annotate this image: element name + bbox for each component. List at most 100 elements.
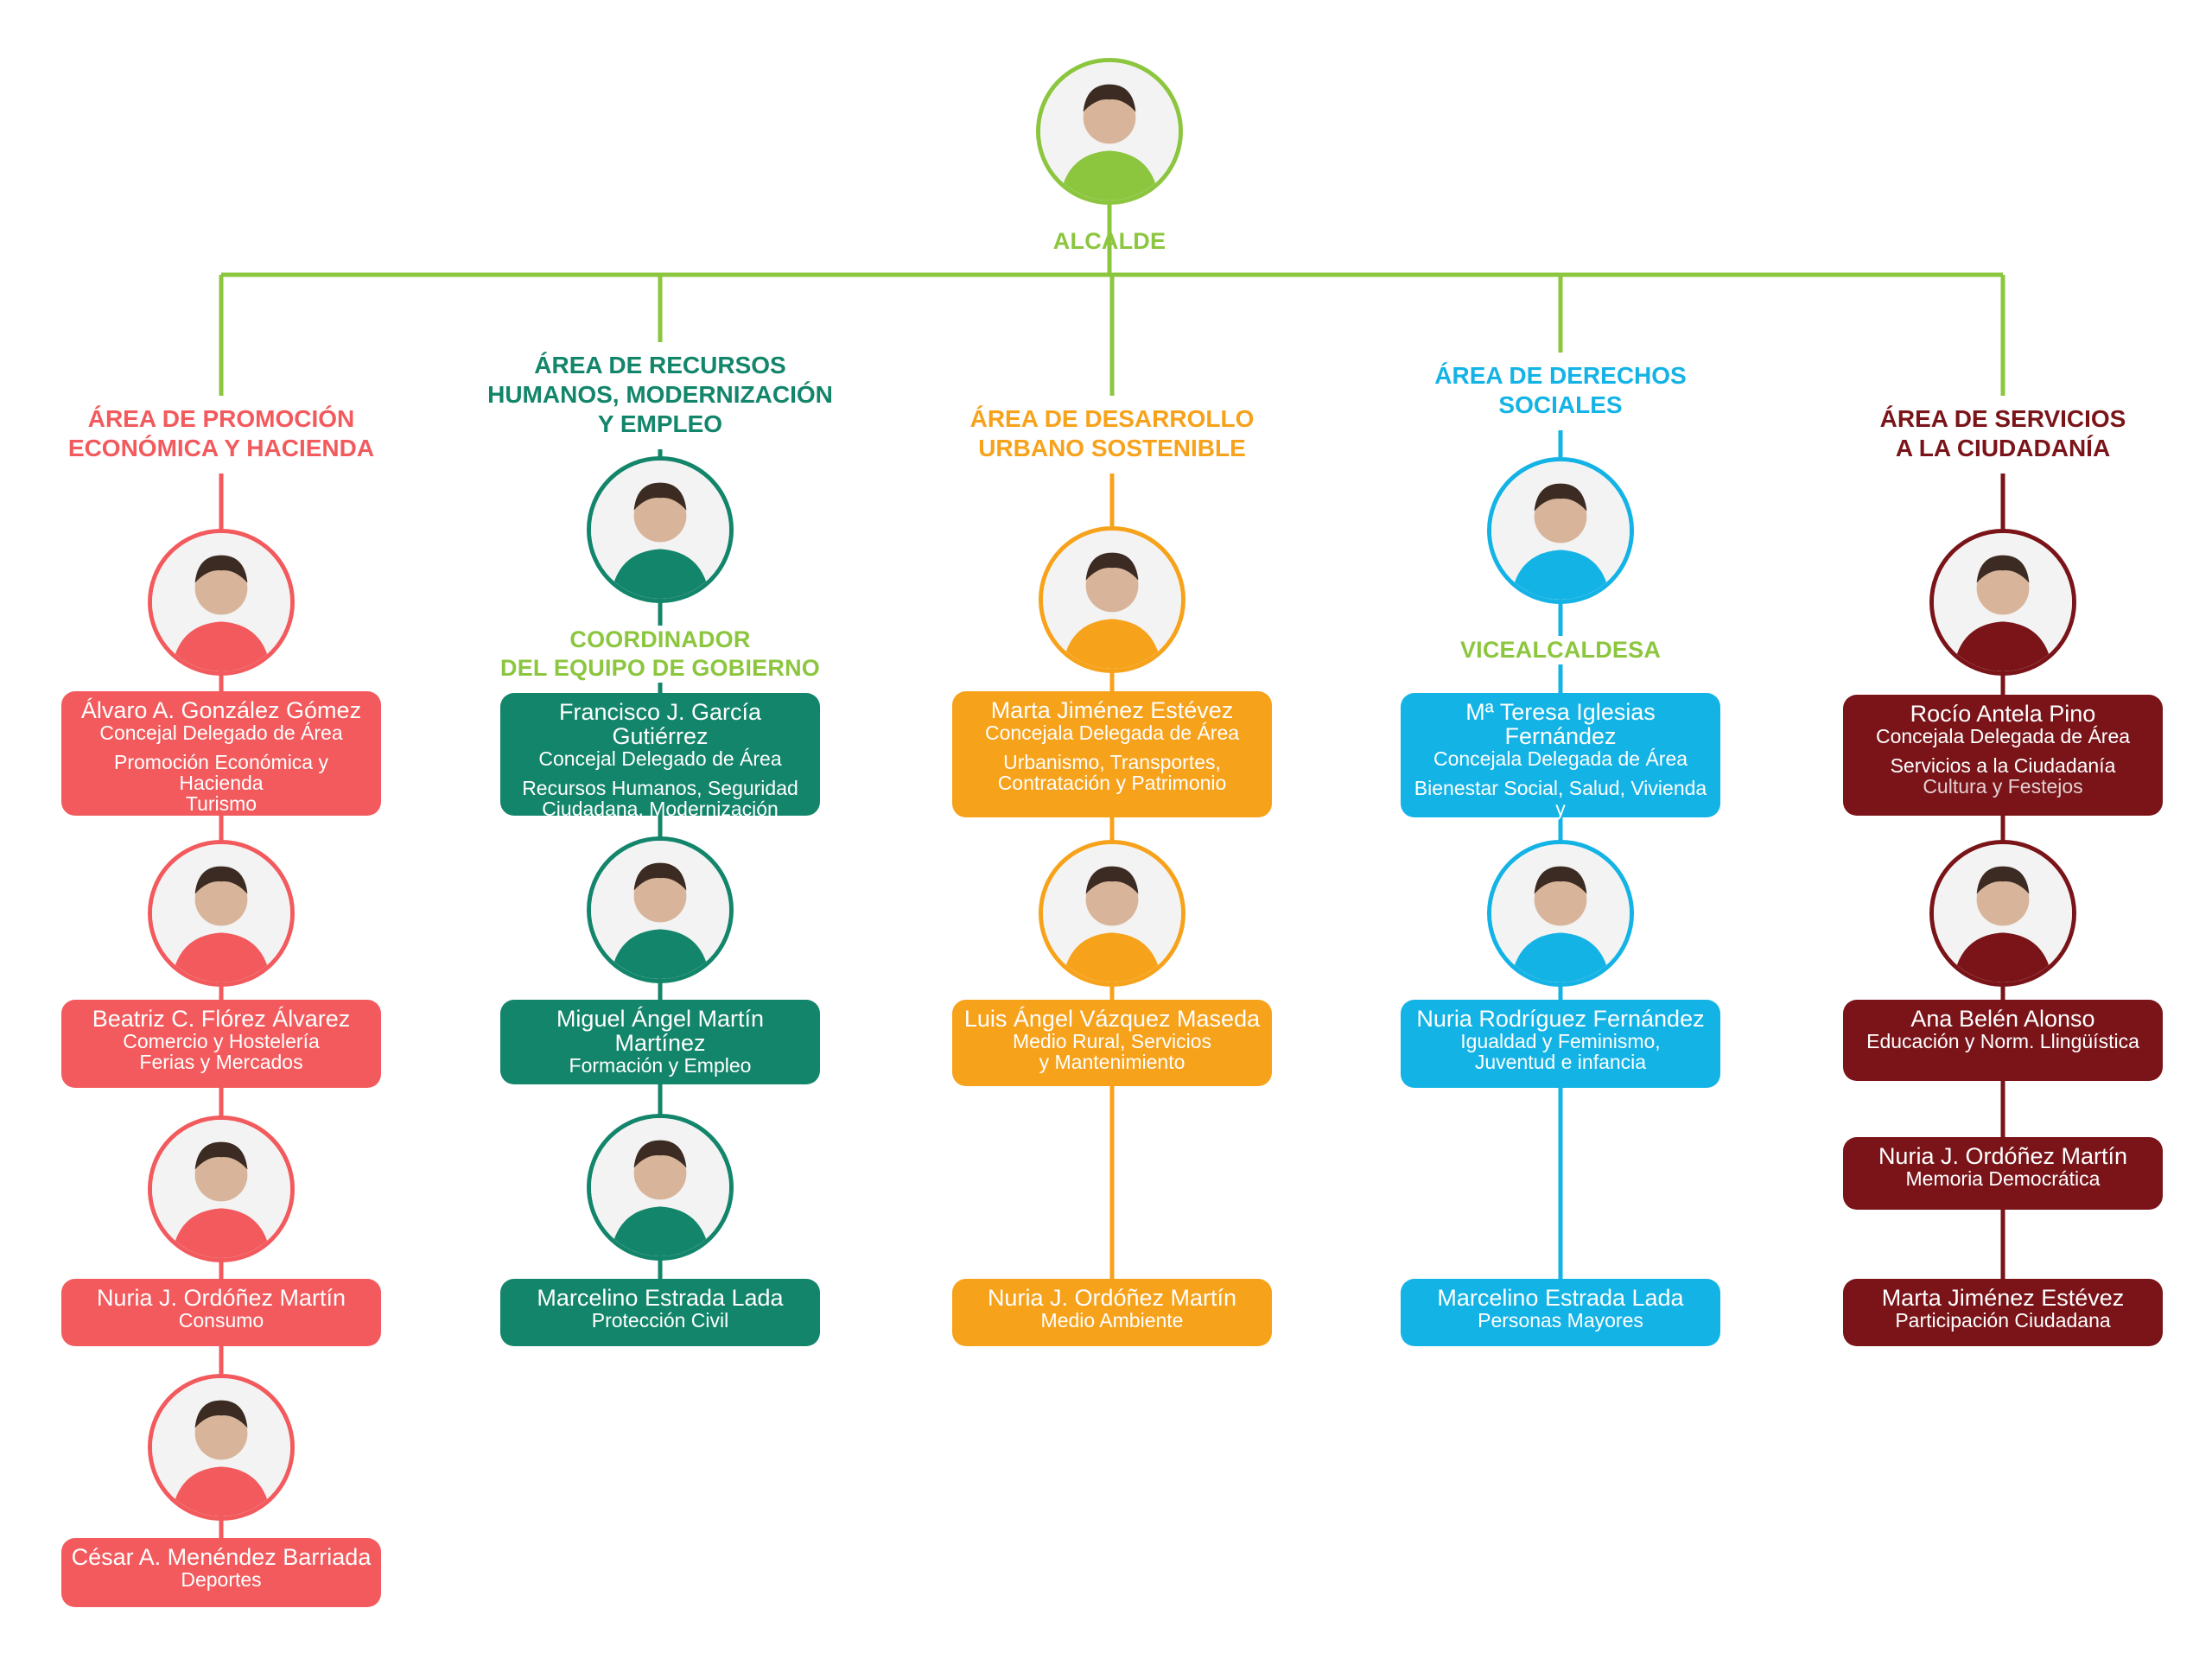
member-name: Rocío Antela Pino: [1910, 701, 2096, 727]
area-title-line: SOCIALES: [1498, 391, 1623, 418]
member-name: Francisco J. García Gutiérrez: [558, 699, 762, 749]
member-position: Educación y Norm. Llingüística: [1866, 1030, 2139, 1052]
member-position: Concejala Delegada de Área: [1875, 725, 2131, 747]
member-position: Consumo: [178, 1309, 264, 1332]
person-silhouette-icon: [591, 1118, 729, 1256]
member-photo: [1039, 526, 1185, 673]
member-photo: [587, 456, 734, 603]
area-title: ÁREA DE DESARROLLO URBANO SOSTENIBLE: [922, 404, 1302, 463]
member-photo: [148, 1374, 295, 1521]
member-name: César A. Menéndez Barriada: [71, 1544, 372, 1570]
member-photo: [148, 840, 295, 987]
person-silhouette-icon: [1040, 62, 1179, 200]
member-photo: [1487, 840, 1634, 987]
member-name: Nuria J. Ordóñez Martín: [987, 1285, 1237, 1311]
area-title-line: ÁREA DE PROMOCIÓN: [87, 405, 355, 432]
person-silhouette-icon: [1934, 533, 2072, 671]
member-portfolio: Promoción Económica y Hacienda: [114, 751, 328, 794]
member-position: Memoria Democrática: [1905, 1167, 2101, 1190]
member-portfolio-secondary: Cultura y Festejos: [1923, 775, 2083, 798]
member-position: Juventud e infancia: [1474, 1051, 1647, 1073]
member-photo: [1929, 840, 2076, 987]
member-position: Personas Mayores: [1478, 1309, 1643, 1332]
member-portfolio: Servicios a la Ciudadanía: [1890, 754, 2116, 777]
area-title-line: A LA CIUDADANÍA: [1895, 435, 2111, 461]
member-name: Miguel Ángel Martín Martínez: [556, 1006, 765, 1056]
member-photo: [148, 529, 295, 676]
member-role-line: DEL EQUIPO DE GOBIERNO: [500, 655, 820, 681]
member-position: Concejal Delegado de Área: [538, 747, 782, 770]
member-name: Beatriz C. Flórez Álvarez: [92, 1006, 351, 1032]
person-silhouette-icon: [152, 533, 290, 671]
area-title-line: URBANO SOSTENIBLE: [978, 435, 1246, 461]
member-role-line: COORDINADOR: [569, 626, 751, 652]
member-portfolio: Recursos Humanos, Seguridad: [522, 777, 798, 799]
member-portfolio: Turismo: [185, 792, 257, 815]
person-silhouette-icon: [1043, 844, 1181, 982]
member-name: Mª Teresa Iglesias Fernández: [1465, 699, 1656, 749]
member-role-line: VICEALCALDESA: [1459, 637, 1662, 663]
area-title: ÁREA DE PROMOCIÓN ECONÓMICA Y HACIENDA: [31, 404, 411, 463]
member-photo: [587, 836, 734, 983]
member-name: Marcelino Estrada Lada: [537, 1285, 784, 1311]
person-silhouette-icon: [591, 461, 729, 599]
mayor-role: ALCALDE: [1052, 228, 1166, 254]
person-silhouette-icon: [591, 841, 729, 979]
member-role: COORDINADOR DEL EQUIPO DE GOBIERNO: [487, 626, 833, 683]
member-photo: [1487, 457, 1634, 604]
member-position: Concejala Delegada de Área: [1433, 747, 1688, 770]
member-portfolio: Cooperación Internacional: [1444, 818, 1677, 841]
person-silhouette-icon: [1491, 844, 1630, 982]
member-portfolio: Bienestar Social, Salud, Vivienda y: [1414, 777, 1707, 820]
member-position: Protección Civil: [591, 1309, 729, 1332]
member-name: Nuria J. Ordóñez Martín: [96, 1285, 346, 1311]
member-role: VICEALCALDESA: [1388, 636, 1733, 664]
area-title: ÁREA DE SERVICIOS A LA CIUDADANÍA: [1813, 404, 2193, 463]
member-name: Marta Jiménez Estévez: [1881, 1285, 2125, 1311]
member-position: Participación Ciudadana: [1895, 1309, 2111, 1332]
member-name: Nuria Rodríguez Fernández: [1416, 1006, 1705, 1032]
member-name: Ana Belén Alonso: [1910, 1006, 2095, 1032]
member-portfolio: Contratación y Patrimonio: [997, 772, 1227, 794]
area-title-line: Y EMPLEO: [597, 410, 723, 437]
member-portfolio: Ciudadana, Modernización: [542, 798, 779, 820]
person-silhouette-icon: [152, 844, 290, 982]
member-photo: [587, 1114, 734, 1261]
member-position: Ferias y Mercados: [139, 1051, 303, 1073]
member-position: Concejala Delegada de Área: [984, 721, 1240, 744]
person-silhouette-icon: [1934, 844, 2072, 982]
area-title-line: HUMANOS, MODERNIZACIÓN: [487, 381, 833, 408]
area-title-line: ECONÓMICA Y HACIENDA: [67, 435, 375, 461]
member-position: Igualdad y Feminismo,: [1460, 1030, 1661, 1052]
area-title-line: ÁREA DE DERECHOS: [1434, 362, 1687, 389]
member-photo: [148, 1116, 295, 1262]
member-photo: [1929, 529, 2076, 676]
mayor-photo: [1036, 58, 1183, 205]
area-title-line: ÁREA DE DESARROLLO: [969, 405, 1255, 432]
member-position: Comercio y Hostelería: [123, 1030, 320, 1052]
person-silhouette-icon: [152, 1378, 290, 1516]
area-title-line: ÁREA DE SERVICIOS: [1879, 405, 2126, 432]
member-name: Marta Jiménez Estévez: [990, 697, 1234, 723]
member-position: Medio Rural, Servicios: [1012, 1030, 1212, 1052]
member-position: Deportes: [181, 1568, 262, 1591]
member-name: Marcelino Estrada Lada: [1437, 1285, 1684, 1311]
